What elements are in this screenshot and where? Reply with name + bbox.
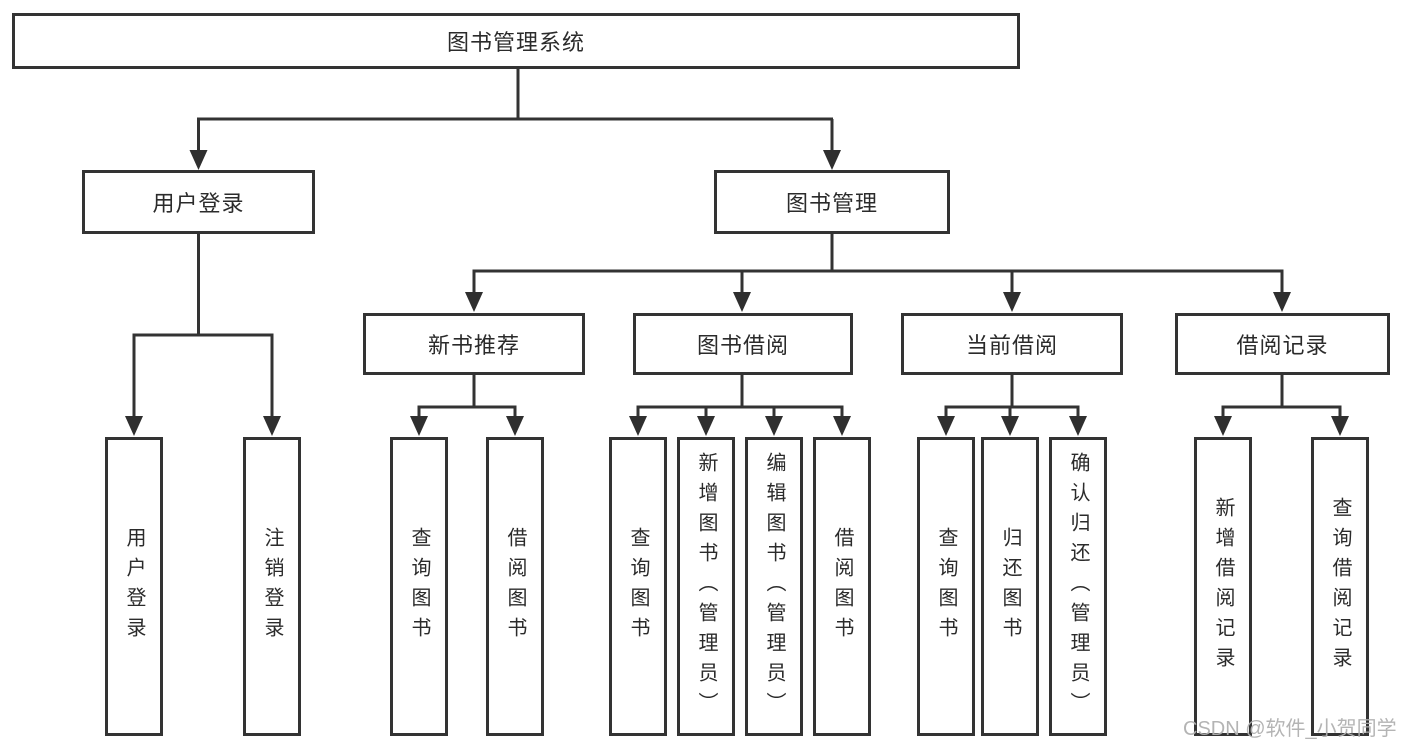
- leaf-query-borrow-record: 查询借阅记录: [1311, 437, 1369, 736]
- node-current-borrowing: 当前借阅: [901, 313, 1123, 375]
- node-label: 图书借阅: [696, 333, 789, 358]
- node-book-borrowing: 图书借阅: [633, 313, 853, 375]
- leaf-label: 查询图书: [627, 526, 649, 647]
- leaf-label: 新增图书（管理员）: [695, 451, 717, 722]
- node-label: 图书管理系统: [446, 30, 585, 55]
- leaf-label: 借阅图书: [831, 526, 853, 647]
- leaf-label: 查询图书: [408, 526, 430, 647]
- leaf-borrow-books-borrowing: 借阅图书: [813, 437, 871, 736]
- leaf-query-books-borrowing: 查询图书: [609, 437, 667, 736]
- leaf-borrow-books-recommend: 借阅图书: [486, 437, 544, 736]
- node-label: 新书推荐: [427, 333, 520, 358]
- leaf-label: 用户登录: [123, 526, 145, 647]
- leaf-label: 确认归还（管理员）: [1067, 451, 1089, 722]
- node-new-book-recommendation: 新书推荐: [363, 313, 585, 375]
- leaf-label: 编辑图书（管理员）: [763, 451, 785, 722]
- leaf-logout-login: 注销登录: [243, 437, 301, 736]
- leaf-label: 查询借阅记录: [1329, 496, 1351, 677]
- node-label: 用户登录: [152, 191, 245, 216]
- leaf-user-login: 用户登录: [105, 437, 163, 736]
- leaf-label: 归还图书: [999, 526, 1021, 647]
- node-borrowing-records: 借阅记录: [1175, 313, 1390, 375]
- leaf-return-books: 归还图书: [981, 437, 1039, 736]
- csdn-watermark: CSDN @软件_小贺同学: [1183, 718, 1397, 740]
- leaf-label: 注销登录: [261, 526, 283, 647]
- leaf-confirm-return-admin: 确认归还（管理员）: [1049, 437, 1107, 736]
- node-book-management: 图书管理: [714, 170, 950, 234]
- node-label: 借阅记录: [1236, 333, 1329, 358]
- leaf-query-books-recommend: 查询图书: [390, 437, 448, 736]
- leaf-add-book-admin: 新增图书（管理员）: [677, 437, 735, 736]
- leaf-label: 新增借阅记录: [1212, 496, 1234, 677]
- leaf-add-borrow-record: 新增借阅记录: [1194, 437, 1252, 736]
- leaf-query-books-current: 查询图书: [917, 437, 975, 736]
- leaf-edit-book-admin: 编辑图书（管理员）: [745, 437, 803, 736]
- node-library-management-system: 图书管理系统: [12, 13, 1020, 69]
- node-user-login: 用户登录: [82, 170, 315, 234]
- leaf-label: 借阅图书: [504, 526, 526, 647]
- leaf-label: 查询图书: [935, 526, 957, 647]
- node-label: 当前借阅: [965, 333, 1058, 358]
- node-label: 图书管理: [785, 191, 878, 216]
